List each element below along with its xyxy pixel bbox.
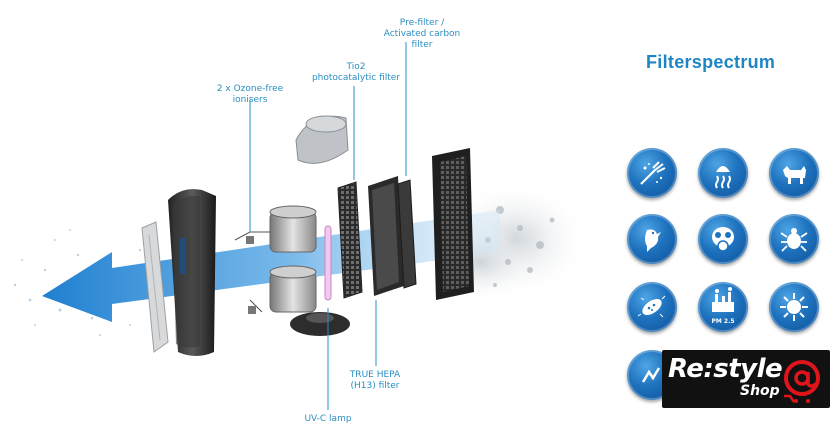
gas-mask-icon (698, 214, 748, 264)
callout-uvc: UV-C lamp (304, 414, 352, 424)
front-grille (141, 221, 169, 353)
virus-icon (769, 282, 819, 332)
callout-hepa: TRUE HEPA (H13) filter (349, 370, 401, 391)
dust-icon (627, 148, 677, 198)
logo-sub-text: Shop (740, 383, 780, 399)
prefilter-panel (397, 179, 417, 289)
tio2-filter (337, 181, 363, 299)
bird-icon (627, 214, 677, 264)
top-cap (295, 115, 349, 164)
logo-main-text: Re:style (668, 354, 783, 384)
bacteria-icon (627, 282, 677, 332)
base-dish (290, 312, 350, 336)
rear-housing (432, 148, 474, 300)
ioniser-cylinders (234, 205, 317, 314)
callout-prefilter: Pre-filter / Activated carbon filter (383, 18, 461, 50)
uvc-lamp-tube (324, 225, 332, 301)
spectrum-title: Filterspectrum (646, 52, 776, 72)
at-cart-icon (784, 360, 820, 403)
hepa-filter (368, 176, 404, 296)
pet-hair-icon (769, 148, 819, 198)
pm25-icon: PM 2.5 (698, 282, 748, 332)
clean-air-particles (13, 229, 142, 336)
mite-icon (769, 214, 819, 264)
callout-ionisers: 2 x Ozone-free ionisers (216, 84, 284, 105)
odour-icon (698, 148, 748, 198)
restyle-shop-logo: Re:style Shop (662, 350, 830, 408)
callout-lines (249, 42, 407, 410)
callout-tio2: Tio2 photocatalytic filter (311, 62, 401, 83)
housing-tower (168, 189, 216, 356)
